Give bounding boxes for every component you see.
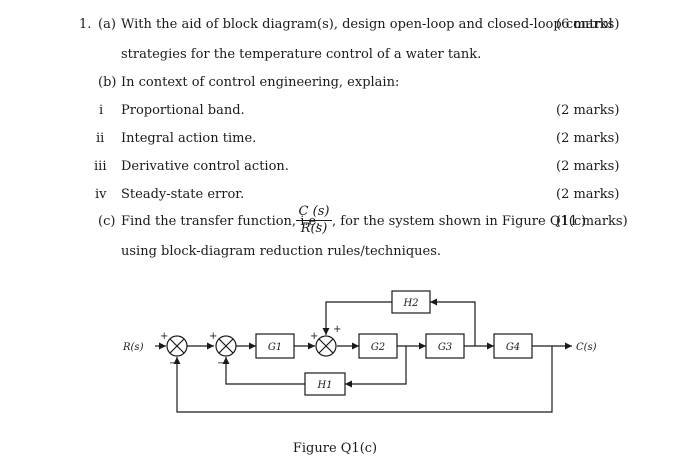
block-h2 [391,290,431,314]
part-b-item-num: i [99,103,104,118]
block-g4 [493,333,533,359]
summing-junction [215,335,237,357]
g1-label: G1 [268,342,282,353]
plus-sign: + [160,331,168,342]
part-b-item-text: Derivative control action. [121,159,289,174]
h1-feedback-line [345,346,407,388]
fraction-denominator: R(s) [300,221,328,236]
unity-feedback-line [173,346,553,413]
part-a-line1: With the aid of block diagram(s), design… [121,17,613,32]
part-a-marks: (6 marks) [556,17,620,32]
h1-label: H1 [316,380,332,391]
part-b-item-marks: (2 marks) [556,103,620,118]
block-g1 [255,333,295,359]
part-b-item-marks: (2 marks) [556,131,620,146]
part-c-label: (c) [98,214,116,229]
summing-junction [315,335,337,357]
part-c-tail: , for the system shown in Figure Q1(c) [332,214,587,229]
part-b-item-text: Steady-state error. [121,187,245,202]
h2-label: H2 [402,298,418,309]
part-a-label: (a) [98,17,116,32]
fraction-numerator: C (s) [298,204,330,219]
part-b-item-num: iii [94,159,107,174]
part-a-line2: strategies for the temperature control o… [121,47,482,62]
figure-caption: Figure Q1(c) [293,441,377,456]
plus-sign: + [333,324,341,335]
part-b-label: (b) [98,75,117,90]
part-c-line2: using block-diagram reduction rules/tech… [121,244,442,259]
part-b-item-marks: (2 marks) [556,159,620,174]
minus-sign: − [217,358,225,369]
part-b-item-num: iv [95,187,107,202]
plus-sign: + [310,331,318,342]
part-c-lead: Find the transfer function, i.e. [121,214,321,229]
question-number: 1. [79,17,92,32]
block-h1 [304,372,346,396]
fraction-bar [296,220,332,221]
input-label: R(s) [122,342,144,353]
block-g3 [425,333,465,359]
block-g2 [358,333,398,359]
g3-label: G3 [438,342,452,353]
part-c-marks: (11 marks) [556,214,628,229]
g2-label: G2 [371,342,385,353]
h2-feedback-line [430,298,476,346]
plus-sign: + [209,331,217,342]
g4-label: G4 [506,342,520,353]
part-b-item-num: ii [96,131,105,146]
part-b-item-marks: (2 marks) [556,187,620,202]
minus-sign: − [169,358,177,369]
output-label: C(s) [576,342,597,353]
h2-feedback-line [322,301,392,335]
h1-feedback-line [222,357,305,385]
summing-junction [166,335,188,357]
part-b-item-text: Integral action time. [121,131,257,146]
part-b-intro: In context of control engineering, expla… [121,75,400,90]
transfer-fraction: C (s) R(s) [296,205,332,236]
part-b-item-text: Proportional band. [121,103,245,118]
